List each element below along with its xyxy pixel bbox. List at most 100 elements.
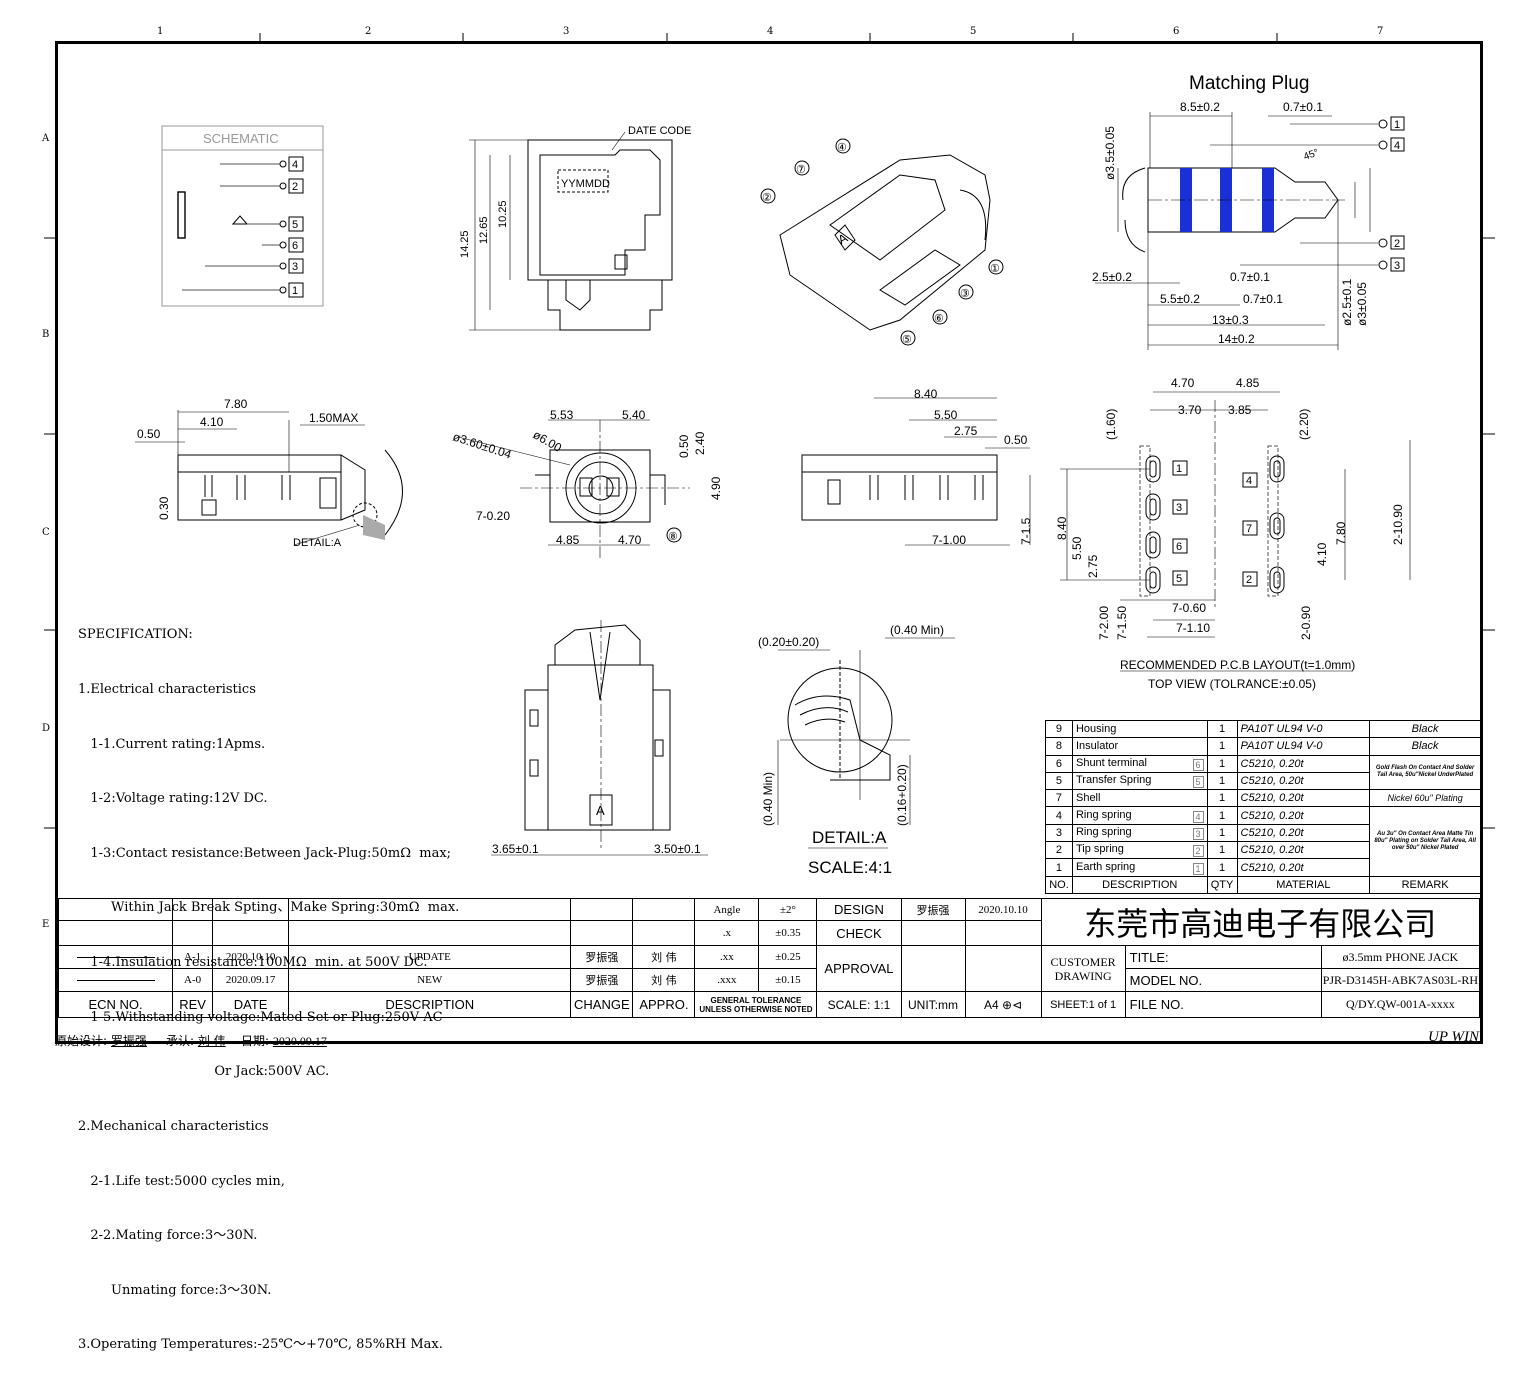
bom-cell-remark: Black	[1369, 719, 1481, 739]
dim: 0.7±0.1	[1243, 292, 1283, 306]
zone-labels-top: 1 2 3 4 5 6 7	[55, 26, 1483, 40]
bom-cell-no: 4	[1045, 806, 1073, 825]
rev-header: APPRO.	[632, 991, 696, 1018]
bom-cell-desc: Insulator	[1071, 737, 1208, 756]
rev-header: DATE	[212, 991, 290, 1018]
bom-cell-material: C5210, 0.20t	[1236, 823, 1371, 843]
tol-label: Angle	[694, 897, 760, 922]
pin-label: 3	[1394, 260, 1400, 272]
dim: 7-1.50	[1115, 606, 1129, 640]
pin-label: 3	[1176, 502, 1182, 514]
tol-value: ±2°	[758, 897, 818, 922]
pin-label: 5	[292, 219, 298, 231]
bom-cell-qty: 1	[1206, 858, 1238, 877]
callout: ⑧	[668, 531, 678, 543]
bom-cell-qty: 1	[1206, 806, 1238, 825]
bom-ref-box: 1	[1192, 862, 1204, 875]
dim: ø3.5±0.05	[1103, 126, 1117, 180]
dim: 2-0.90	[1299, 606, 1313, 640]
detail-title: DETAIL:A	[812, 828, 887, 847]
bom-cell-material: C5210, 0.20t	[1236, 754, 1371, 773]
tol-label: .xx	[694, 945, 760, 969]
tol-value: ±0.25	[758, 945, 818, 969]
sheet: SHEET:1 of 1	[1040, 991, 1126, 1018]
dim: (0.40 Min)	[890, 623, 944, 637]
rev-cell: A-0	[172, 968, 214, 992]
footer-label: 原始设计:	[55, 1034, 108, 1048]
zone-label: 7	[1377, 26, 1384, 37]
file-value: Q/DY.QW-001A-xxxx	[1320, 991, 1481, 1018]
plug-title: Matching Plug	[1189, 73, 1309, 94]
bom-ref-box: 2	[1192, 845, 1204, 858]
zone-label: D	[42, 723, 51, 734]
bom-cell-remark: Gold Flash On Contact And Solder Tail Ar…	[1369, 754, 1481, 791]
bom-cell-qty: 1	[1206, 771, 1238, 791]
design-label: DESIGN	[816, 897, 902, 922]
dim: 2-10.90	[1391, 504, 1405, 545]
dim: 7-1.00	[932, 533, 966, 547]
bom-ref-box: 3	[1192, 827, 1204, 840]
iso-mark: A	[835, 230, 850, 247]
dim: 3.70	[1178, 403, 1202, 417]
bom-cell-no: 9	[1045, 719, 1073, 739]
paper-size: A4 ⊕⊲	[964, 991, 1042, 1018]
dim: 5.53	[550, 408, 574, 422]
pin-label: 4	[292, 159, 298, 171]
rev-ecn	[57, 968, 174, 992]
callout: ③	[960, 288, 970, 300]
dim: 4.10	[1315, 542, 1329, 566]
callout: ④	[837, 142, 847, 154]
dim: 0.7±0.1	[1230, 270, 1270, 284]
bom-header-row: NO. DESCRIPTION QTY MATERIAL REMARK	[1045, 875, 1481, 894]
zone-labels-side: A B C D E	[42, 41, 52, 1041]
rev-cell: 2020.10.10	[212, 945, 290, 969]
spec-line: 3.Operating Temperatures:-25℃～+70℃, 85%R…	[78, 1337, 443, 1353]
bom-cell-no: 6	[1045, 754, 1073, 773]
tol-value: ±0.15	[758, 968, 818, 992]
bom-cell-no: 8	[1045, 737, 1073, 756]
dim: 7-1.10	[1176, 621, 1210, 635]
dim: 2.40	[693, 431, 707, 455]
spec-line: 1.Electrical characteristics	[78, 682, 256, 698]
dim: 14±0.2	[1218, 332, 1255, 346]
bom-cell-remark: Au 3u" On Contact Area Matte Tin 80u" Pl…	[1369, 806, 1481, 877]
dim: 8.40	[1055, 516, 1069, 540]
spec-line: Or Jack:500V AC.	[78, 1064, 330, 1080]
designer: 罗振强	[900, 897, 966, 922]
dim: 7-0.60	[1172, 601, 1206, 615]
rev-header: CHANGE	[570, 991, 634, 1018]
tol-label: .x	[694, 920, 760, 946]
dim: 1.50MAX	[309, 411, 358, 425]
footer-label: 承认:	[165, 1034, 195, 1048]
projection-icon: ⊕⊲	[1002, 997, 1023, 1012]
rev-cell: A-1	[172, 945, 214, 969]
zone-label: 1	[157, 26, 164, 37]
bom-cell-desc: Housing	[1071, 719, 1208, 739]
dim: 0.30	[157, 496, 171, 520]
bom-header: QTY	[1206, 875, 1238, 894]
zone-label: B	[42, 329, 50, 340]
bom-cell-qty: 1	[1206, 737, 1238, 756]
dim: 4.85	[1236, 376, 1260, 390]
rev-ecn	[57, 945, 174, 969]
pcb-caption: RECOMMENDED P.C.B LAYOUT(t=1.0mm)	[1120, 658, 1355, 672]
spec-line: 1-2:Voltage rating:12V DC.	[78, 791, 268, 807]
rev-cell: UPDATE	[288, 945, 572, 969]
dim: (2.20)	[1297, 409, 1311, 440]
spec-line: 2.Mechanical characteristics	[78, 1118, 269, 1134]
bom-ref-box: 5	[1192, 776, 1204, 789]
dim: (1.60)	[1104, 409, 1118, 440]
bom-cell-material: C5210, 0.20t	[1236, 806, 1371, 825]
zone-label: 4	[767, 26, 774, 37]
pcb-subcaption: TOP VIEW (TOLRANCE:±0.05)	[1148, 677, 1316, 691]
dim: 45°	[1302, 147, 1320, 163]
title-block: Angle ±2° DESIGN 罗振强 2020.10.10 东莞市高迪电子有…	[57, 897, 1481, 1018]
dim: 5.40	[622, 408, 646, 422]
bom-cell-no: 3	[1045, 823, 1073, 843]
rev-cell: 罗振强	[570, 968, 634, 992]
